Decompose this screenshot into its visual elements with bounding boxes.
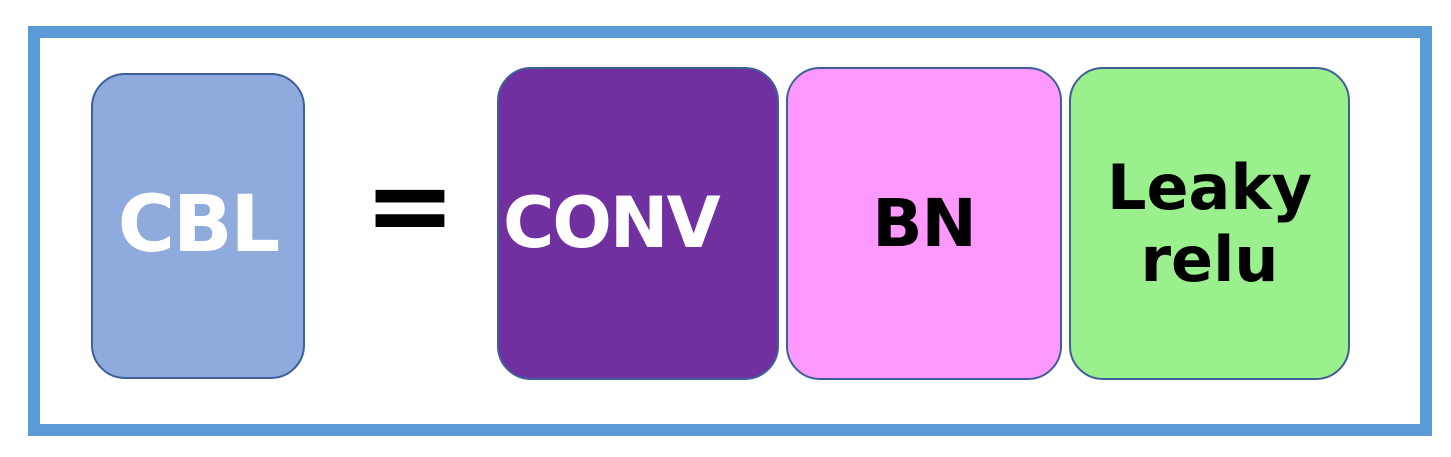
leaky-relu-label-line-2: relu — [1140, 222, 1279, 296]
bn-label: BN — [872, 184, 977, 262]
cbl-block: CBL — [91, 73, 305, 379]
conv-block: CONV — [497, 67, 779, 380]
bn-block: BN — [786, 67, 1062, 380]
equals-sign: = — [363, 141, 457, 269]
leaky-relu-label-line-1: Leaky — [1106, 151, 1313, 225]
cbl-label: CBL — [117, 180, 280, 271]
conv-label: CONV — [503, 182, 721, 265]
leaky-relu-block: Leaky relu — [1069, 67, 1350, 380]
